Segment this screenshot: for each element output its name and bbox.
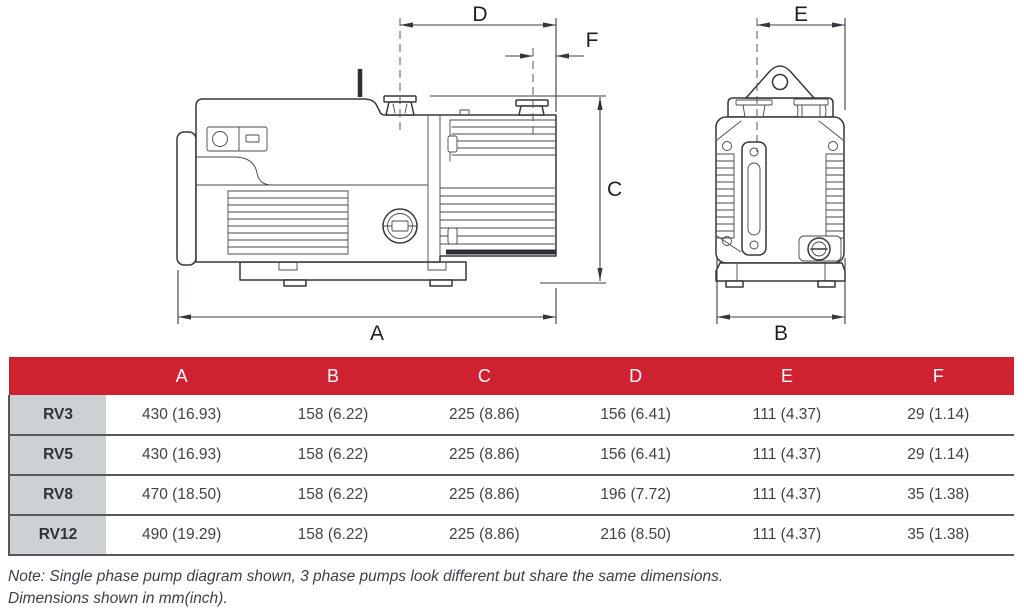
pump-body bbox=[195, 98, 557, 263]
dimensions-table-wrap: A B C D E F RV3 430 (16.93) 158 (6.22) 2… bbox=[8, 357, 1014, 556]
dimension-cell: 470 (18.50) bbox=[106, 475, 258, 515]
oil-level-sight bbox=[741, 141, 767, 256]
dimension-cell: 158 (6.22) bbox=[257, 395, 409, 435]
dimension-cell: 111 (4.37) bbox=[711, 475, 863, 515]
dim-c: C bbox=[430, 95, 622, 284]
row-rv12: RV12 490 (19.29) 158 (6.22) 225 (8.86) 2… bbox=[8, 515, 1014, 555]
end-view bbox=[715, 65, 846, 288]
dimension-cell: 158 (6.22) bbox=[257, 475, 409, 515]
col-header-f: F bbox=[862, 357, 1014, 395]
dim-label-a: A bbox=[370, 322, 384, 345]
dimension-cell: 196 (7.72) bbox=[559, 475, 712, 515]
row-rv8: RV8 470 (18.50) 158 (6.22) 225 (8.86) 19… bbox=[8, 475, 1014, 515]
dimension-cell: 111 (4.37) bbox=[711, 435, 863, 475]
dimensions-table: A B C D E F RV3 430 (16.93) 158 (6.22) 2… bbox=[8, 357, 1014, 556]
model-cell: RV8 bbox=[8, 475, 106, 515]
dimension-cell: 430 (16.93) bbox=[106, 435, 258, 475]
dimension-annotations: D F C A E bbox=[177, 3, 846, 345]
base-plate bbox=[239, 261, 467, 281]
dimension-cell: 156 (6.41) bbox=[559, 395, 712, 435]
table-header-row: A B C D E F bbox=[9, 357, 1014, 395]
dimension-cell: 490 (19.29) bbox=[106, 515, 258, 555]
foot bbox=[429, 279, 453, 287]
dim-label-f: F bbox=[586, 29, 599, 52]
dimension-cell: 158 (6.22) bbox=[257, 435, 409, 475]
dim-d: D bbox=[400, 3, 556, 28]
dimension-cell: 225 (8.86) bbox=[408, 435, 560, 475]
control-panel bbox=[206, 126, 268, 152]
model-cell: RV12 bbox=[8, 515, 106, 555]
dim-label-d: D bbox=[472, 3, 487, 26]
dim-f: F bbox=[505, 29, 598, 59]
end-outlet-port bbox=[793, 98, 829, 118]
dim-b: B bbox=[716, 258, 846, 345]
foot bbox=[817, 280, 836, 288]
dim-e: E bbox=[757, 3, 845, 28]
drain-plug bbox=[798, 235, 842, 262]
dim-label-b: B bbox=[774, 322, 788, 345]
dimension-cell: 35 (1.38) bbox=[862, 515, 1014, 555]
dimension-cell: 216 (8.50) bbox=[559, 515, 712, 555]
corner-cell bbox=[9, 357, 106, 395]
lifting-handle bbox=[745, 65, 815, 99]
foot bbox=[283, 279, 307, 287]
outlet-port bbox=[515, 99, 549, 116]
dim-a: A bbox=[177, 270, 557, 345]
side-view bbox=[176, 69, 557, 287]
model-cell: RV5 bbox=[8, 435, 106, 475]
dim-label-c: C bbox=[607, 178, 622, 201]
col-header-e: E bbox=[711, 357, 863, 395]
motor-end-cap bbox=[176, 131, 197, 266]
model-cell: RV3 bbox=[8, 395, 106, 435]
module-fins-upper bbox=[451, 126, 557, 156]
dimension-cell: 111 (4.37) bbox=[711, 515, 863, 555]
dimension-cell: 29 (1.14) bbox=[862, 435, 1014, 475]
foot bbox=[725, 280, 744, 288]
col-header-c: C bbox=[408, 357, 560, 395]
dimension-cell: 35 (1.38) bbox=[862, 475, 1014, 515]
footnote-line-2: Dimensions shown in mm(inch). bbox=[8, 590, 228, 607]
footnote-line-1: Note: Single phase pump diagram shown, 3… bbox=[8, 568, 724, 585]
dimension-cell: 430 (16.93) bbox=[106, 395, 258, 435]
dimension-cell: 111 (4.37) bbox=[711, 395, 863, 435]
oil-sight-glass bbox=[382, 208, 418, 244]
dimension-cell: 225 (8.86) bbox=[408, 475, 560, 515]
module-fins-lower bbox=[439, 187, 557, 245]
dimension-cell: 225 (8.86) bbox=[408, 515, 560, 555]
inlet-port bbox=[383, 95, 417, 116]
row-rv3: RV3 430 (16.93) 158 (6.22) 225 (8.86) 15… bbox=[8, 395, 1014, 435]
dimension-cell: 156 (6.41) bbox=[559, 435, 712, 475]
end-fins-left bbox=[716, 153, 735, 239]
col-header-d: D bbox=[559, 357, 712, 395]
row-rv5: RV5 430 (16.93) 158 (6.22) 225 (8.86) 15… bbox=[8, 435, 1014, 475]
dimension-cell: 158 (6.22) bbox=[257, 515, 409, 555]
end-inlet-port bbox=[735, 99, 773, 118]
col-header-a: A bbox=[106, 357, 258, 395]
motor-fins bbox=[227, 190, 349, 255]
end-base bbox=[715, 262, 846, 282]
end-fins-right bbox=[825, 153, 844, 239]
pump-dimension-diagram: D F C A E bbox=[176, 3, 846, 345]
footnote: Note: Single phase pump diagram shown, 3… bbox=[8, 566, 723, 610]
col-header-b: B bbox=[257, 357, 409, 395]
dimension-cell: 225 (8.86) bbox=[408, 395, 560, 435]
dimension-cell: 29 (1.14) bbox=[862, 395, 1014, 435]
dim-label-e: E bbox=[794, 3, 808, 26]
